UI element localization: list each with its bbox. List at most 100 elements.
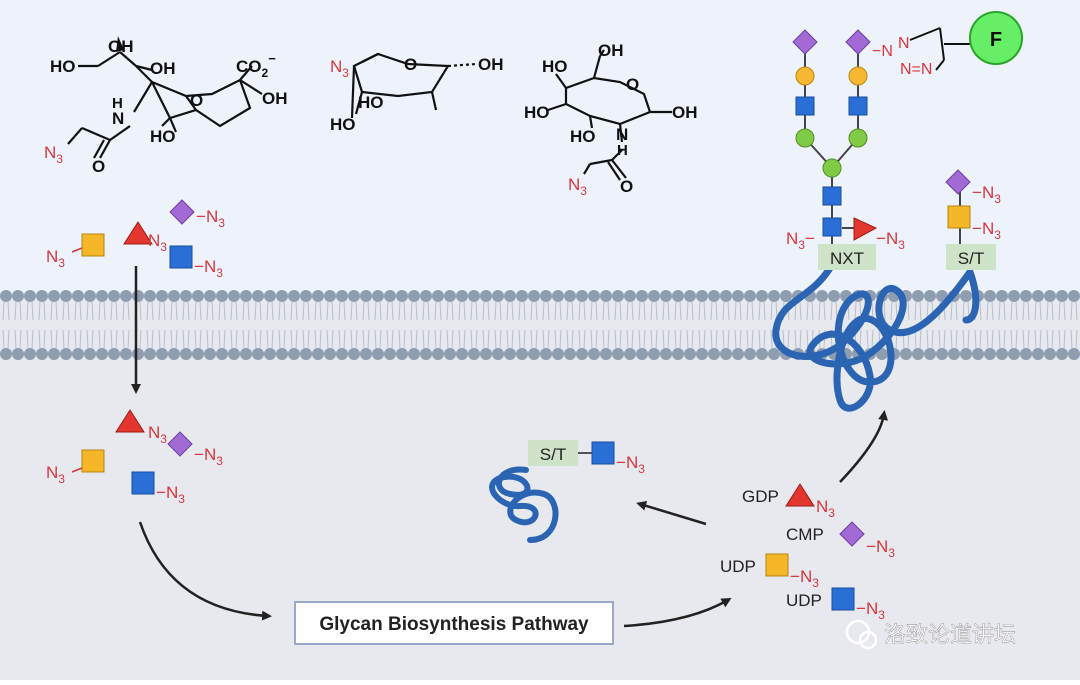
membrane-head-inner xyxy=(168,348,180,360)
triazole-n1-label: −N xyxy=(872,43,893,60)
membrane-head-inner xyxy=(564,348,576,360)
membrane-head-inner xyxy=(24,348,36,360)
membrane-lipid-tail xyxy=(398,301,406,321)
membrane-head-outer xyxy=(576,290,588,302)
glc-oh-right-label: OH xyxy=(672,103,698,122)
membrane-head-outer xyxy=(612,290,624,302)
nxt-label: NXT xyxy=(830,249,864,268)
membrane-head-outer xyxy=(960,290,972,302)
o-glycan-galnaz-azide-label: −N3 xyxy=(972,219,1001,242)
membrane-lipid-tail xyxy=(254,301,262,321)
membrane-head-outer xyxy=(144,290,156,302)
membrane-lipid-tail xyxy=(338,301,346,321)
membrane-lipid-tail xyxy=(254,329,262,349)
membrane-head-inner xyxy=(624,348,636,360)
membrane-head-outer xyxy=(684,290,696,302)
membrane-lipid-tail xyxy=(62,301,70,321)
triazole-n3-label: N=N xyxy=(900,61,932,78)
membrane-head-outer xyxy=(1020,290,1032,302)
membrane-lipid-tail xyxy=(566,301,574,321)
membrane-lipid-tail xyxy=(386,301,394,321)
membrane-head-inner xyxy=(636,348,648,360)
membrane-head-inner xyxy=(156,348,168,360)
membrane-head-inner xyxy=(504,348,516,360)
sialic-acid-azide-structure: HO OH OH CO2− OH O HO H N O N3 xyxy=(44,36,288,176)
cmp-sialic-azide-label: −N3 xyxy=(866,537,895,560)
membrane-head-outer xyxy=(252,290,264,302)
membrane-lipid-tail xyxy=(326,301,334,321)
glycan-biosynthesis-pathway-box xyxy=(294,601,614,645)
membrane-lipid-tail xyxy=(554,329,562,349)
watermark: 洛致论道讲坛 xyxy=(845,619,1016,650)
membrane-lipid-tail xyxy=(1022,329,1030,349)
membrane-lipid-tail xyxy=(410,329,418,349)
neu-h-label: H xyxy=(112,95,123,112)
membrane-lipid-tail xyxy=(194,329,202,349)
membrane-head-inner xyxy=(432,348,444,360)
membrane-head-outer xyxy=(48,290,60,302)
membrane-head-inner xyxy=(132,348,144,360)
neu-azide-label: N3 xyxy=(44,143,63,166)
membrane-lipid-tail xyxy=(686,329,694,349)
arrow-pathway-to-nucleotides xyxy=(623,597,732,628)
intra-galnaz-azide-label: N3 xyxy=(46,463,65,486)
core-glcnac-azide-label: N3− xyxy=(786,229,815,252)
membrane-head-inner xyxy=(696,348,708,360)
intracellular-azido-sugars: N3 −N3 N3 −N3 xyxy=(46,409,223,506)
fucose-ho2-label: HO xyxy=(330,115,356,134)
membrane-lipid-tail xyxy=(662,301,670,321)
glc-n-label: N xyxy=(616,125,628,144)
membrane-lipid-tail xyxy=(50,329,58,349)
membrane-lipid-tail xyxy=(2,301,10,321)
membrane-lipid-tail xyxy=(1034,301,1042,321)
intra-glcnaz-azide-label: −N3 xyxy=(156,483,185,506)
membrane-lipid-tail xyxy=(650,301,658,321)
glycan-biosynthesis-pathway-label: Glycan Biosynthesis Pathway xyxy=(319,614,589,635)
membrane-lipid-tail xyxy=(170,301,178,321)
membrane-head-inner xyxy=(96,348,108,360)
membrane-head-outer xyxy=(624,290,636,302)
membrane-head-inner xyxy=(876,348,888,360)
membrane-head-outer xyxy=(1056,290,1068,302)
membrane-head-inner xyxy=(60,348,72,360)
membrane-head-outer xyxy=(744,290,756,302)
azido-fucose-structure: N3 O OH HO HO xyxy=(330,52,504,134)
membrane-lipid-tail xyxy=(482,301,490,321)
membrane-head-outer xyxy=(24,290,36,302)
membrane-lipid-tail xyxy=(14,301,22,321)
membrane-head-outer xyxy=(504,290,516,302)
membrane-head-inner xyxy=(264,348,276,360)
fucose-ho1-label: HO xyxy=(358,93,384,112)
membrane-head-outer xyxy=(300,290,312,302)
membrane-lipid-tail xyxy=(866,329,874,349)
udp-glcnaz-azide-label: −N3 xyxy=(856,599,885,622)
neu-oh-right-label: OH xyxy=(262,89,288,108)
membrane-lipid-tail xyxy=(506,329,514,349)
membrane-head-inner xyxy=(120,348,132,360)
fluorophore-f-label: F xyxy=(990,29,1002,51)
neu-ho-label: HO xyxy=(50,57,76,76)
membrane-lipid-tail xyxy=(914,301,922,321)
gdp-label: GDP xyxy=(742,487,779,506)
membrane-head-outer xyxy=(360,290,372,302)
membrane-lipid-tail xyxy=(782,329,790,349)
membrane-lipid-tail xyxy=(74,301,82,321)
membrane-lipid-tail xyxy=(494,329,502,349)
membrane-lipid-tail xyxy=(554,301,562,321)
core-fucose-triangle xyxy=(853,217,878,241)
membrane-head-outer xyxy=(156,290,168,302)
cmp-sialic-diamond xyxy=(839,521,865,547)
membrane-lipid-tail xyxy=(710,329,718,349)
neu-co2-label: CO2− xyxy=(236,51,276,80)
membrane-head-inner xyxy=(936,348,948,360)
membrane-lipid-tail xyxy=(86,329,94,349)
membrane-head-inner xyxy=(84,348,96,360)
membrane-lipid-tail xyxy=(938,329,946,349)
membrane-head-inner xyxy=(456,348,468,360)
membrane-lipid-tail xyxy=(374,329,382,349)
membrane-lipid-tail xyxy=(602,301,610,321)
yellow-square-galnaz xyxy=(81,233,105,257)
membrane-head-outer xyxy=(780,290,792,302)
st-label-inner: S/T xyxy=(540,445,566,464)
